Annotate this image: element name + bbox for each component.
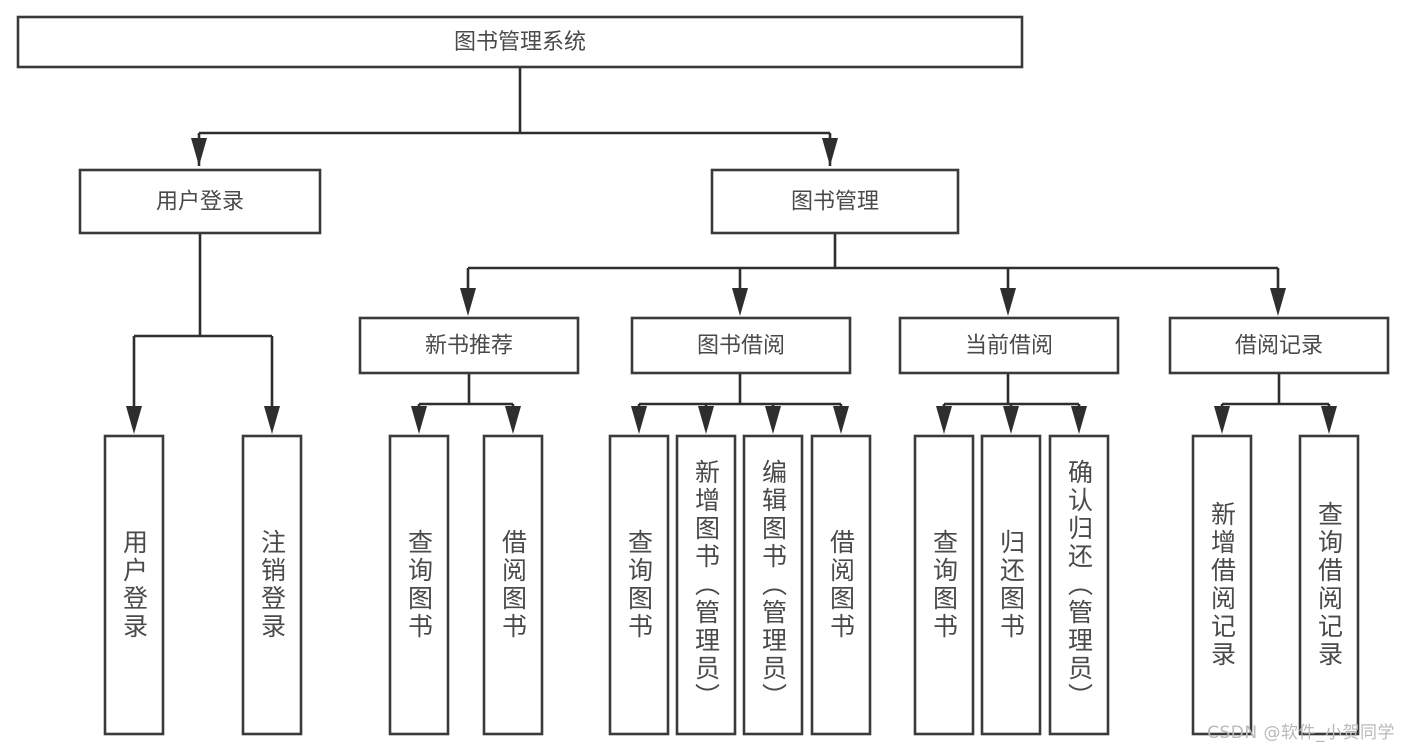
- arrow-head-group-2-0: [936, 406, 952, 434]
- node-label-book-borrow: 图书借阅: [697, 334, 785, 359]
- arrow-head-group-0-0: [411, 406, 427, 434]
- arrow-head-user-login-1: [264, 406, 280, 434]
- node-box-book-borrow: [630, 316, 852, 375]
- node-box-new-book-recommend: [358, 316, 580, 375]
- arrow-head-group-1-0: [631, 406, 647, 434]
- boxes-layer: [16, 15, 1390, 736]
- arrow-head-root-1: [822, 138, 838, 166]
- node-box-leaf-user-logout: [241, 434, 303, 736]
- arrow-head-group-1-2: [765, 406, 781, 434]
- node-box-leaf-query-borrow-record: [1298, 434, 1360, 736]
- node-box-leaf-return-book: [980, 434, 1042, 736]
- node-box-root: [16, 15, 1024, 69]
- node-box-book-manage: [710, 168, 960, 235]
- arrow-head-group-1-3: [833, 406, 849, 434]
- node-label-root: 图书管理系统: [454, 30, 586, 55]
- node-label-new-book-recommend: 新书推荐: [425, 334, 513, 359]
- node-box-current-borrow: [898, 316, 1120, 375]
- node-box-leaf-query-book-3: [913, 434, 975, 736]
- arrow-head-group-2-1: [1003, 406, 1019, 434]
- arrow-head-group-1-1: [698, 406, 714, 434]
- arrow-head-book-manage-0: [460, 288, 476, 316]
- arrow-head-group-2-2: [1071, 406, 1087, 434]
- node-box-user-login: [78, 168, 322, 235]
- node-box-leaf-query-book-2: [608, 434, 670, 736]
- node-label-borrow-record: 借阅记录: [1235, 334, 1323, 359]
- connectors-layer: [126, 67, 1337, 434]
- arrow-head-user-login-0: [126, 406, 142, 434]
- watermark: CSDN @软件_小贺同学: [1207, 723, 1395, 743]
- node-label-user-login: 用户登录: [156, 190, 244, 215]
- arrow-head-book-manage-1: [732, 288, 748, 316]
- arrow-head-group-0-1: [505, 406, 521, 434]
- node-label-current-borrow: 当前借阅: [965, 334, 1053, 359]
- node-box-leaf-user-login: [103, 434, 165, 736]
- node-box-leaf-borrow-book-2: [810, 434, 872, 736]
- node-box-leaf-borrow-book-1: [482, 434, 544, 736]
- node-box-leaf-add-book-admin: [675, 434, 737, 736]
- node-label-book-manage: 图书管理: [791, 190, 879, 215]
- arrow-head-book-manage-2: [1000, 288, 1016, 316]
- node-box-borrow-record: [1168, 316, 1390, 375]
- node-box-leaf-add-borrow-record: [1191, 434, 1253, 736]
- node-box-leaf-query-book-1: [388, 434, 450, 736]
- arrow-head-group-3-1: [1321, 406, 1337, 434]
- arrow-head-root-0: [191, 138, 207, 166]
- arrow-head-group-3-0: [1214, 406, 1230, 434]
- node-box-leaf-confirm-return: [1048, 434, 1110, 736]
- node-box-leaf-edit-book-admin: [742, 434, 804, 736]
- arrow-head-book-manage-3: [1270, 288, 1286, 316]
